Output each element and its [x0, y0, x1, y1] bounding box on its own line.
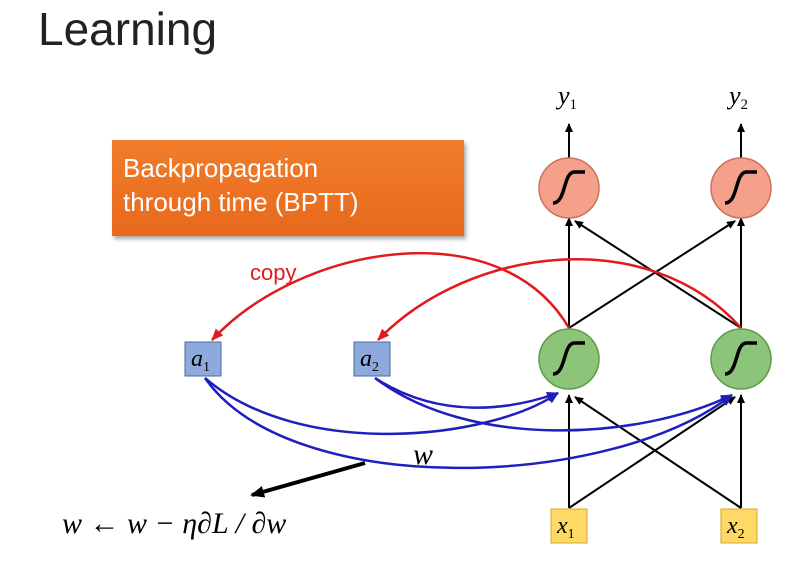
svg-text:x2: x2 [726, 513, 745, 542]
sigmoid-icon [552, 341, 585, 376]
sigmoid-icon [724, 170, 757, 205]
input-cell-x2: x2 [720, 508, 758, 544]
sigmoid-icon [724, 341, 757, 376]
copy-arrow-1 [211, 251, 571, 341]
bptt-callout: Backpropagation through time (BPTT) [112, 140, 464, 236]
hidden-neuron-2 [710, 328, 772, 390]
output-neuron-2 [710, 157, 772, 219]
output-label-y1: y1 [555, 81, 577, 113]
update-arrow [250, 461, 366, 498]
weight-label: w [413, 438, 433, 471]
svg-text:x1: x1 [556, 513, 575, 542]
memory-cell-a1: a1 [184, 341, 222, 377]
hidden-output-connections [565, 217, 745, 329]
page-title: Learning [38, 3, 218, 55]
hidden-neuron-1 [538, 328, 600, 390]
update-rule: w ← w − η∂L / ∂w [62, 507, 286, 540]
weight-connections [203, 376, 733, 470]
copy-arrow-2 [377, 258, 742, 341]
memory-cell-a2: a2 [353, 341, 391, 377]
callout-line-2: through time (BPTT) [123, 187, 359, 217]
sigmoid-icon [552, 170, 585, 205]
copy-label: copy [250, 260, 296, 285]
output-label-y2: y2 [726, 81, 748, 113]
callout-line-1: Backpropagation [123, 153, 319, 183]
svg-text:a1: a1 [191, 346, 210, 375]
output-neuron-1 [538, 157, 600, 219]
input-hidden-connections [565, 394, 745, 509]
input-cell-x1: x1 [550, 508, 588, 544]
svg-text:a2: a2 [360, 346, 379, 375]
